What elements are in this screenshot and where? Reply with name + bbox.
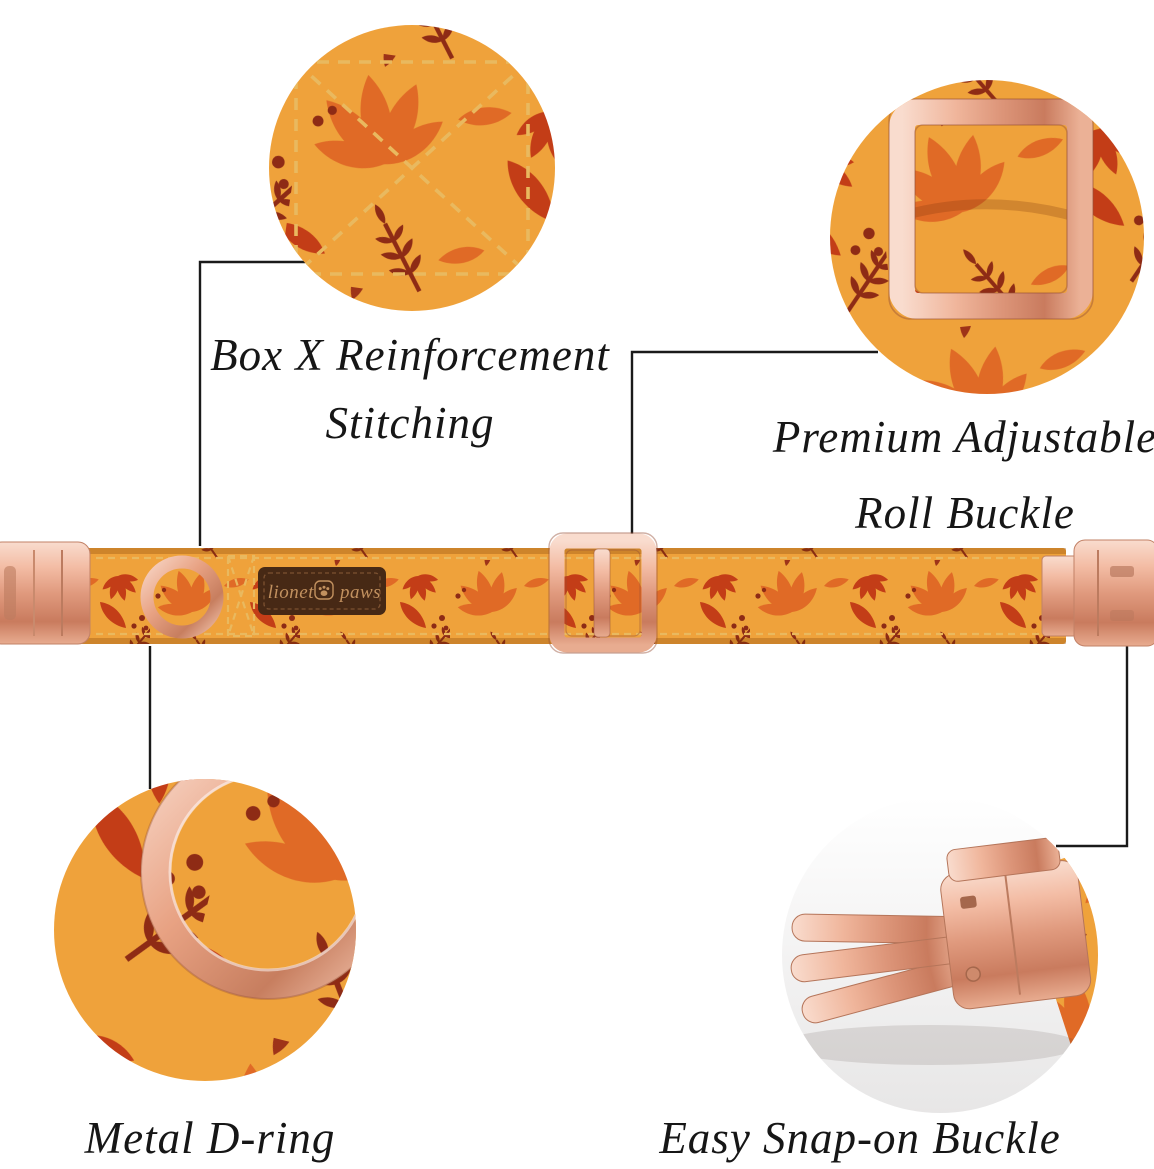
callout-label-roll-buckle-line2: Roll Buckle (855, 487, 1075, 538)
callout-label-stitching-line1: Box X Reinforcement (210, 330, 610, 380)
stitching-closeup-photo (269, 25, 555, 311)
callout-label-roll-buckle: Premium Adjustable Roll Buckle (765, 400, 1154, 551)
strap-top-edge (78, 548, 1066, 554)
callout-label-stitching-line2: Stitching (325, 397, 495, 448)
callout-label-d-ring: Metal D-ring (84, 1113, 336, 1163)
dring-closeup-photo (54, 779, 356, 1081)
collar-slider-buckle (548, 532, 658, 654)
collar-d-ring (140, 555, 224, 639)
d-ring-closeup-ring (141, 779, 356, 999)
left-buckle-metal (0, 541, 91, 645)
callout-line-roll-buckle (630, 350, 878, 540)
collar-strap (78, 548, 1066, 644)
roll-buckle-closeup-photo (830, 80, 1144, 394)
collar-photo: lionet paws (0, 532, 1154, 654)
callout-label-stitching: Box X Reinforcement Stitching (205, 322, 615, 457)
brand-text-right: paws (338, 582, 381, 603)
paw-logo-icon (314, 580, 334, 600)
box-x-stitching (226, 554, 256, 638)
snap-buckle-closeup-photo (782, 797, 1098, 1113)
roll-buckle-frame (889, 99, 1093, 319)
right-clasp-metal (1041, 539, 1154, 647)
brand-label-patch: lionet paws (258, 567, 386, 615)
callout-label-snap-buckle: Easy Snap-on Buckle (659, 1113, 1061, 1163)
box-x-stitching-closeup (294, 60, 530, 276)
callout-line-snap-buckle (1056, 646, 1129, 848)
snap-buckle-metal (790, 837, 1092, 1024)
brand-text-left: lionet (268, 582, 314, 603)
callout-lines (148, 260, 1129, 848)
callout-label-roll-buckle-line1: Premium Adjustable (772, 412, 1154, 462)
callout-line-stitching (198, 260, 305, 546)
